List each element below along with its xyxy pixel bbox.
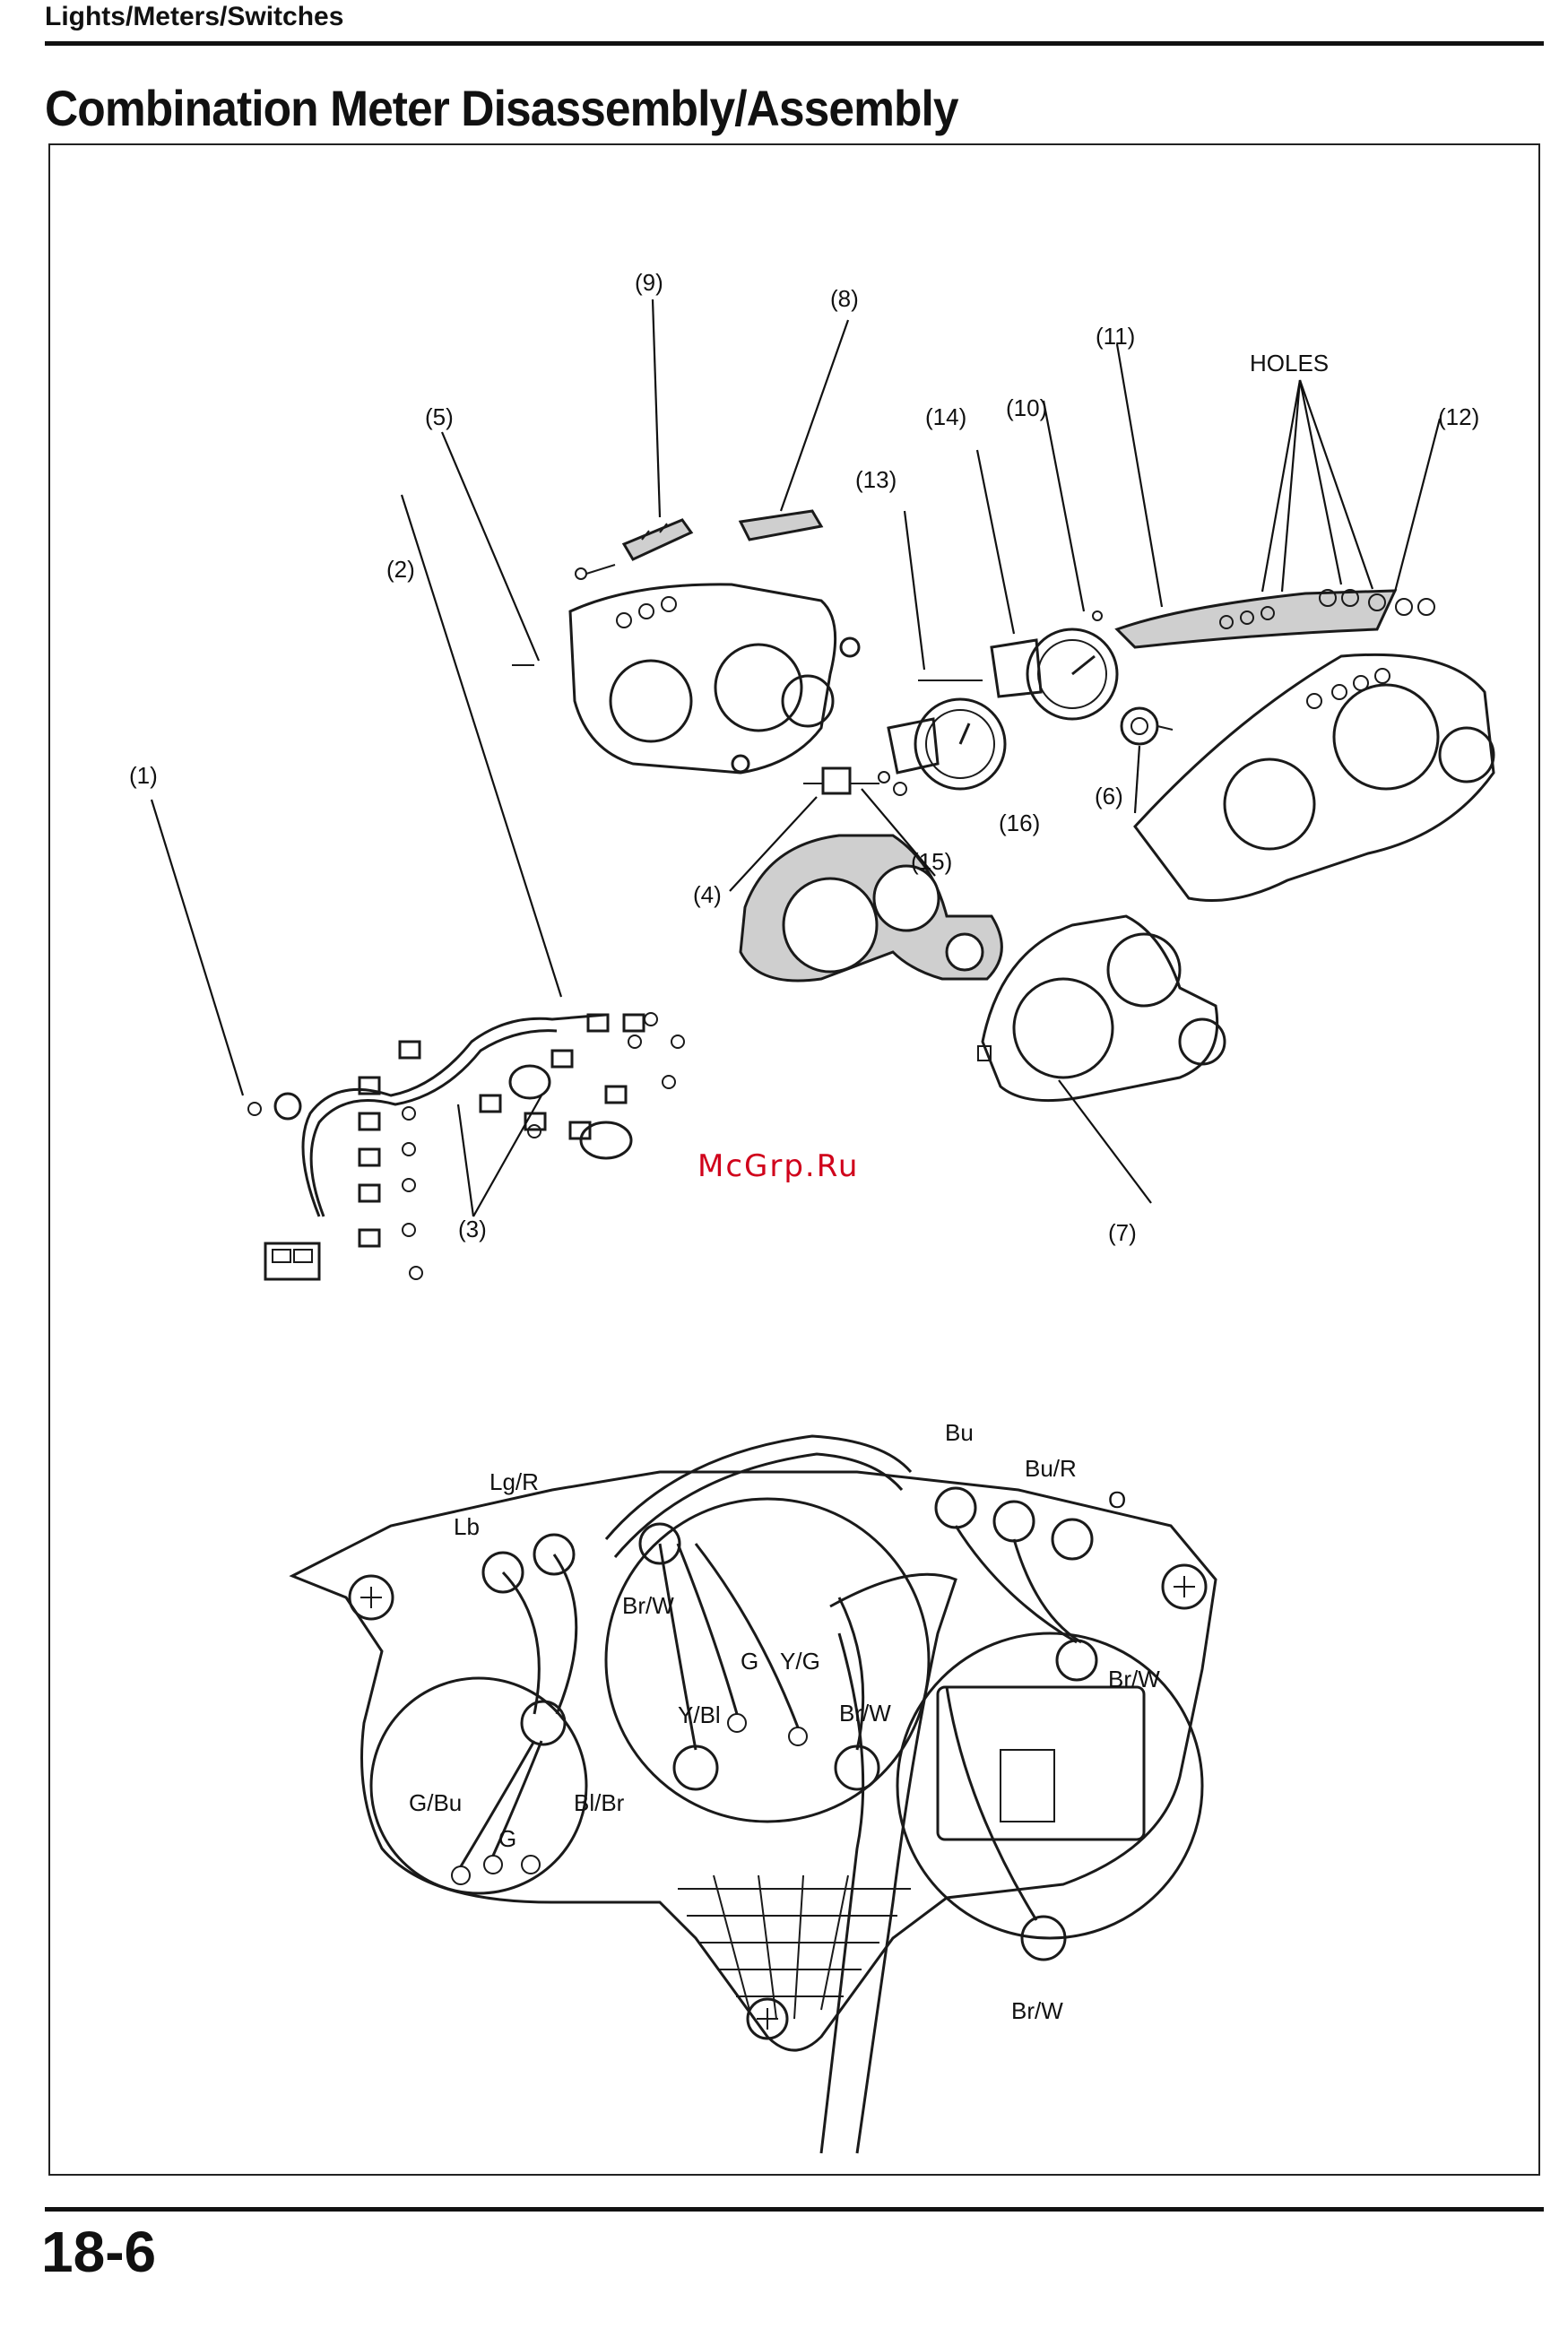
holes-label: HOLES — [1250, 350, 1329, 377]
part-6-socket — [1122, 708, 1173, 744]
grille — [678, 1875, 911, 2019]
part-9-cover — [576, 520, 691, 579]
callout-14: (14) — [925, 403, 966, 430]
part-14-gauge — [918, 611, 1117, 719]
callout-16: (16) — [999, 809, 1040, 836]
harness-sockets — [360, 1015, 644, 1246]
wire-label-bu: Bu — [945, 1419, 974, 1446]
page-title: Combination Meter Disassembly/Assembly — [45, 79, 958, 137]
callout-9: (9) — [635, 269, 663, 296]
callout-2: (2) — [386, 556, 415, 583]
leader-lines — [152, 299, 1440, 1216]
wire-label-br-w-3: Br/W — [1108, 1666, 1160, 1692]
wire-label-br-w-1: Br/W — [622, 1592, 674, 1619]
footer-rule — [45, 2207, 1544, 2212]
callout-8: (8) — [830, 285, 859, 312]
meter-housing — [512, 584, 859, 773]
part-4-gear — [803, 768, 906, 795]
callout-1: (1) — [129, 762, 158, 789]
exploded-view: (1) (2) (3) (4) (5) (6) (7) (8) (9) (10)… — [129, 269, 1494, 1279]
wire-label-lg-r: Lg/R — [489, 1468, 539, 1495]
page-number: 18-6 — [41, 2219, 156, 2285]
callout-15: (15) — [911, 848, 952, 875]
callout-3: (3) — [458, 1216, 487, 1242]
wire-label-bl-br: Bl/Br — [574, 1789, 625, 1816]
callout-5: (5) — [425, 403, 454, 430]
part-7-lower-case — [978, 916, 1225, 1101]
callout-7: (7) — [1108, 1219, 1137, 1246]
part-8-cover — [741, 511, 821, 540]
assembly-illustration: (1) (2) (3) (4) (5) (6) (7) (8) (9) (10)… — [50, 145, 1538, 2174]
callout-11: (11) — [1096, 323, 1135, 350]
part-11-panel — [1117, 591, 1395, 647]
wire-label-br-w-2: Br/W — [839, 1700, 891, 1727]
figure-frame: (1) (2) (3) (4) (5) (6) (7) (8) (9) (10)… — [48, 143, 1540, 2176]
wire-label-y-g: Y/G — [780, 1648, 820, 1675]
wire-label-lb: Lb — [454, 1513, 480, 1540]
wire-label-g-1: G — [741, 1648, 758, 1675]
part-16-gauge — [879, 699, 1005, 789]
callout-12: (12) — [1438, 403, 1479, 430]
wire-label-g-bu: G/Bu — [409, 1789, 462, 1816]
harness-bulbs — [403, 1013, 684, 1279]
callout-6: (6) — [1095, 783, 1123, 809]
section-header: Lights/Meters/Switches — [45, 2, 343, 32]
watermark: McGrp.Ru — [697, 1148, 859, 1184]
outer-case — [1135, 654, 1494, 900]
wire-label-bu-r: Bu/R — [1025, 1455, 1077, 1482]
wire-label-br-w-4: Br/W — [1011, 1997, 1063, 2024]
middle-bezel — [741, 835, 1001, 981]
callout-13: (13) — [855, 466, 897, 493]
callout-4: (4) — [693, 881, 722, 908]
wire-label-y-bl: Y/Bl — [678, 1701, 721, 1728]
callout-10: (10) — [1006, 394, 1047, 421]
wire-label-o: O — [1108, 1486, 1126, 1513]
wire-label-g-2: G — [498, 1825, 516, 1852]
wiring-rear-view: Bu Bu/R O Lg/R Lb Br/W G Y/G Y/Bl Br/W B… — [292, 1419, 1216, 2153]
header-rule — [45, 41, 1544, 46]
